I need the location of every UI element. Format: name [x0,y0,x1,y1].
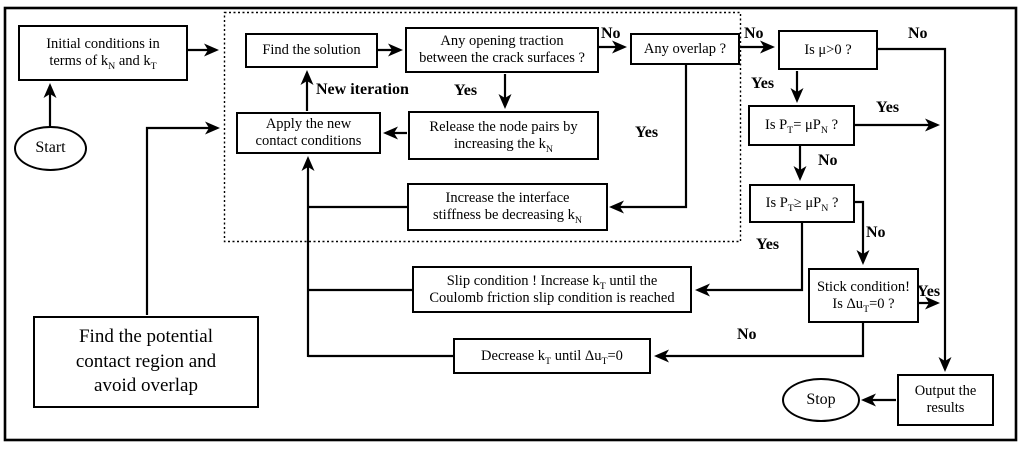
node-is-pt-ge-mupn: Is PT≥ μPN ? [749,184,855,223]
edge-label-new-iteration: New iteration [316,81,409,98]
edge-label-yes-stick: Yes [917,283,941,300]
edge-any-overlap-yes-to-increase [609,65,688,214]
edge-is-pt-ge-no-to-stick [855,200,870,265]
edge-label-yes-mu: Yes [751,75,775,92]
edge-label-no-overlap: No [744,25,764,42]
edge-label-no-pt-eq: No [818,152,838,169]
outer-frame [3,6,1018,442]
node-is-pt-equal-mupn-label: Is PT= μPN ? [765,117,838,137]
node-is-pt-equal-mupn: Is PT= μPN ? [748,105,855,146]
node-decrease-kt: Decrease kT until ΔuT=0 [453,338,651,374]
node-stop: Stop [782,378,860,422]
edge-is-mu-no-to-output [878,47,952,372]
edge-label-no-stick: No [737,326,757,343]
edge-is-pt-ge-yes-to-slip [695,223,804,297]
edge-label-no-mu: No [908,25,928,42]
edge-label-no-pt-ge: No [866,224,886,241]
node-is-mu-positive: Is μ>0 ? [778,30,878,70]
node-is-pt-ge-mupn-label: Is PT≥ μPN ? [765,195,839,215]
node-find-solution: Find the solution [245,33,378,68]
node-stick-condition-label: Stick condition!Is ΔuT=0 ? [816,278,911,315]
node-any-overlap: Any overlap ? [630,33,740,65]
node-stop-label: Stop [806,390,836,408]
node-find-solution-label: Find the solution [262,42,361,59]
edge-label-yes-pt-eq: Yes [876,99,900,116]
edge-label-yes-pt-ge: Yes [756,236,780,253]
edge-stick-no-to-decrease [654,323,865,363]
node-is-mu-positive-label: Is μ>0 ? [804,41,852,58]
edge-find-potential-to-apply [145,121,220,315]
node-decrease-kt-label: Decrease kT until ΔuT=0 [481,347,623,367]
node-any-overlap-label: Any overlap ? [643,40,727,57]
edge-label-yes-overlap: Yes [635,124,659,141]
edge-label-yes-opening: Yes [454,82,478,99]
node-start-label: Start [35,139,66,157]
node-start: Start [14,126,87,171]
iteration-dotted-region [223,11,742,243]
node-stick-condition: Stick condition!Is ΔuT=0 ? [808,268,919,323]
edge-label-no-opening: No [601,25,621,42]
